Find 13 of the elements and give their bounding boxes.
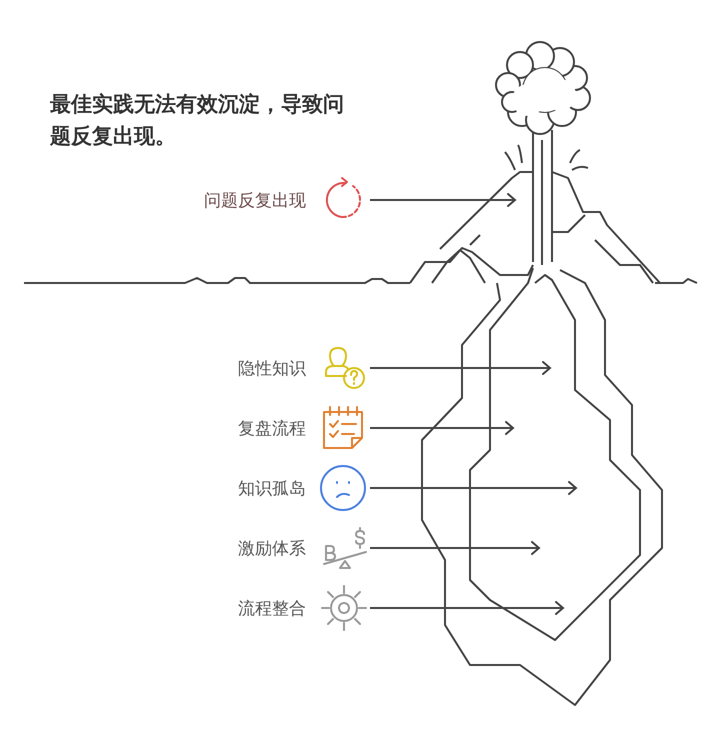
label-text: 隐性知识 — [238, 358, 306, 380]
arrow — [370, 193, 516, 207]
label-text: 激励体系 — [238, 538, 306, 560]
label-text: 知识孤岛 — [238, 478, 306, 500]
arrow — [370, 361, 551, 375]
label-text: 复盘流程 — [238, 418, 306, 440]
arrow — [370, 541, 540, 555]
arrow — [370, 481, 577, 495]
arrow — [370, 421, 514, 435]
label-text: 问题反复出现 — [204, 190, 306, 212]
arrow — [370, 601, 564, 615]
title: 最佳实践无法有效沉淀，导致问题反复出现。 — [50, 91, 345, 150]
label-text: 流程整合 — [238, 598, 306, 620]
